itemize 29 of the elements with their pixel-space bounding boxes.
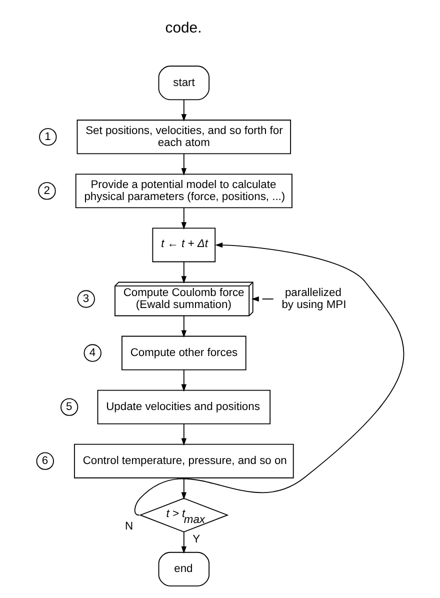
edge-label: Y [192,533,200,546]
arrow [180,261,186,284]
node-box: Control temperature, pressure, and so on [73,444,294,478]
node-box: end [158,552,210,586]
connector [261,298,274,300]
node-box: Update velocities and positions [96,390,270,424]
arrow [180,532,186,554]
edge-label: N [124,520,133,533]
node-box: Compute other forces [121,336,246,370]
node-label: 5 [66,400,72,413]
node-label: 2 [43,184,50,197]
arrow [180,153,186,176]
arrow [180,207,186,230]
arrow [180,99,186,122]
node-box: t ← t + Δt [152,228,216,262]
arrow [180,478,186,500]
arrow [180,369,186,392]
node-label: 3 [82,292,89,305]
arrow [134,242,404,516]
node-box: Provide a potential model to calculate physical parameters (force, positions, ...) [74,174,292,208]
node-box: start [158,66,210,100]
arrow [180,315,186,338]
node-text: parallelized by using MPI [281,286,346,311]
arrow [180,423,186,446]
node-label: 4 [88,346,96,359]
label: code. [164,20,202,36]
node-label: 1 [44,130,50,143]
node-box: Set positions, velocities, and so forth for each atom [76,120,291,154]
node-label: 6 [41,454,48,467]
